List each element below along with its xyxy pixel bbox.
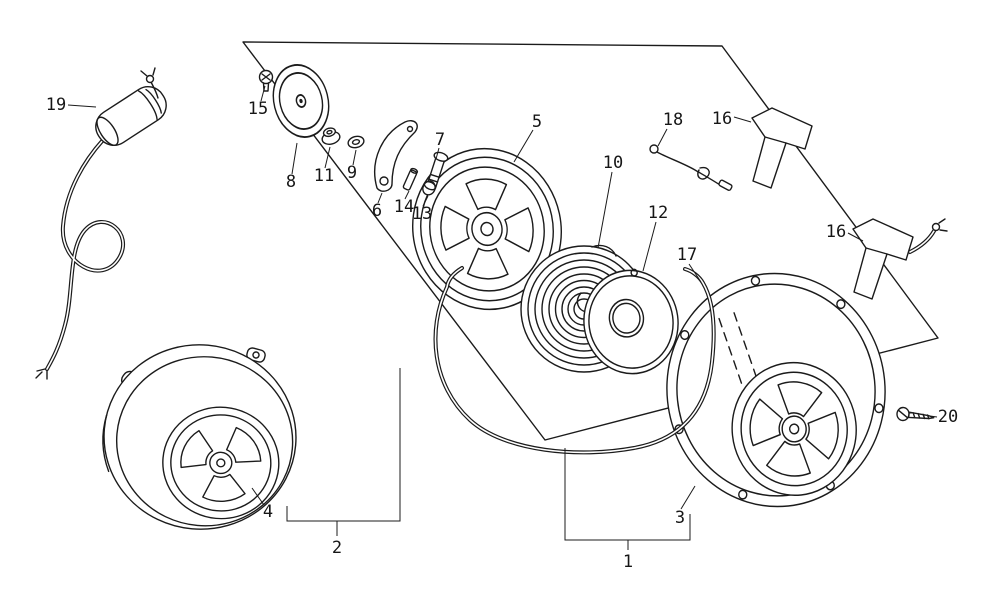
rope-knot: [145, 74, 155, 84]
part-6-friction-spring: [374, 120, 418, 192]
part-20-screw: [896, 406, 935, 422]
callout-leader-lines: [67, 85, 938, 550]
callout-18: 18: [663, 110, 683, 130]
callout-17: 17: [677, 245, 697, 265]
rope-knot: [931, 222, 941, 232]
callout-labels: 19 15 8 11 9 6 14 13 7 5 10 12 18 16 16 …: [46, 95, 958, 572]
callout-4: 4: [263, 502, 273, 522]
part-8-friction-plate: [272, 64, 330, 138]
callout-5: 5: [532, 112, 542, 132]
bracket-group-1: [564, 448, 691, 550]
part-9-washer: [347, 135, 365, 149]
callout-10: 10: [603, 153, 623, 173]
callout-6: 6: [372, 201, 382, 221]
part-16-starter-handle-right: [852, 218, 948, 300]
part-2-4-recoil-starter-assembly: [102, 344, 297, 530]
part-12-spring-case: [583, 268, 679, 375]
callout-20: 20: [938, 407, 958, 427]
part-17-starter-rope: [433, 266, 716, 455]
bracket-group-2: [286, 368, 401, 536]
part-14-pin: [402, 167, 419, 191]
callout-13: 13: [412, 204, 432, 224]
rope-frayed-end: [35, 368, 48, 380]
part-15-screw: [258, 69, 274, 92]
part-5-starter-pulley: [411, 147, 563, 311]
part-11-nut: [321, 127, 341, 145]
part-18-starter-link: [649, 144, 733, 191]
callout-11: 11: [314, 166, 334, 186]
callout-7: 7: [435, 130, 445, 150]
part-13-roller: [422, 180, 437, 196]
callout-14: 14: [394, 197, 414, 217]
callout-15: 15: [248, 99, 268, 119]
callout-8: 8: [286, 172, 296, 192]
part-19-starter-grip: [35, 67, 167, 380]
callout-2: 2: [332, 538, 342, 558]
callout-19: 19: [46, 95, 66, 115]
part-1-3-starter-case: [666, 272, 886, 508]
callout-16-upper: 16: [712, 109, 732, 129]
callout-1: 1: [623, 552, 633, 572]
callout-12: 12: [648, 203, 668, 223]
callout-3: 3: [675, 508, 685, 528]
callout-9: 9: [347, 163, 357, 183]
diagram-frame-border: [242, 41, 939, 441]
part-16-starter-handle-upper: [751, 107, 813, 189]
callout-16-right: 16: [826, 222, 846, 242]
